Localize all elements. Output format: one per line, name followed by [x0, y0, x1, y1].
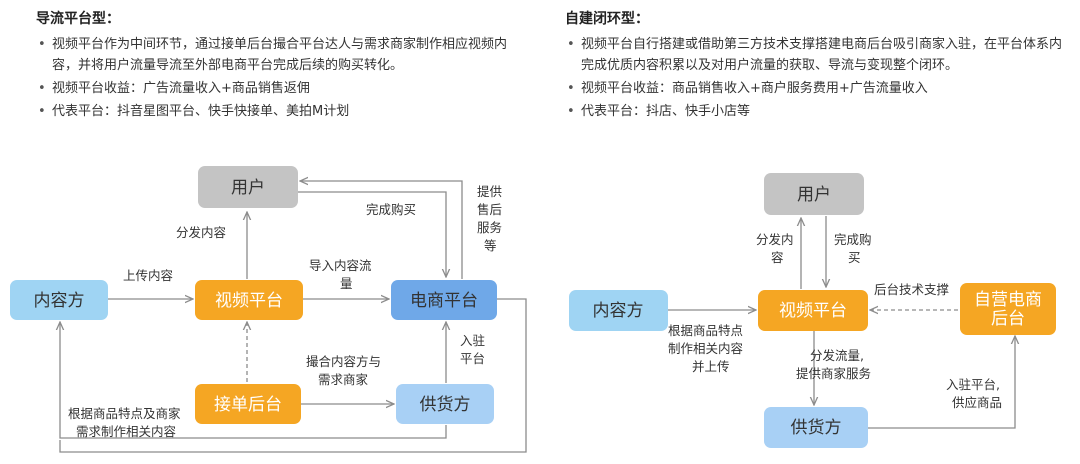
- left-node-order: [195, 384, 301, 424]
- label-r-settle-2: 供应商品: [952, 395, 1002, 410]
- label-r-tech: 后台技术支撑: [874, 282, 950, 297]
- right-bullet-1: 视频平台自行搭建或借助第三方技术支撑搭建电商后台吸引商家入驻，在平台体系内完成优…: [565, 34, 1065, 76]
- label-traffic-2: 量: [340, 276, 353, 291]
- right-bullet-2: 视频平台收益：商品销售收入+商户服务费用+广告流量收入: [565, 78, 1065, 99]
- label-r-flow-1: 分发流量,: [810, 348, 864, 363]
- left-node-supplier: [396, 384, 494, 424]
- label-r-flow-2: 提供商家服务: [796, 366, 871, 381]
- label-match-2: 需求商家: [318, 372, 369, 387]
- label-traffic-1: 导入内容流: [309, 258, 372, 273]
- label-purchase: 完成购买: [366, 202, 416, 217]
- right-node-backend: [960, 283, 1056, 335]
- edge-produce: [60, 322, 447, 439]
- right-bullet-3: 代表平台：抖店、快手小店等: [565, 101, 1065, 122]
- label-distribute: 分发内容: [176, 225, 226, 240]
- right-node-video-label: 视频平台: [779, 301, 847, 321]
- left-bullet-1: 视频平台作为中间环节，通过接单后台撮合平台达人与需求商家制作相应视频内容，并将用…: [36, 34, 516, 76]
- label-r-distribute-1: 分发内: [756, 232, 794, 247]
- label-r-produce-2: 制作相关内容: [668, 341, 743, 356]
- edge-purchase: [298, 191, 446, 277]
- left-edges: [59, 181, 527, 453]
- right-edges: [668, 216, 1015, 429]
- right-title: 自建闭环型：: [565, 11, 649, 27]
- right-node-backend-label-2: 后台: [991, 309, 1025, 329]
- right-diagram: 用户 内容方 视频平台 自营电商 后台 供货方 分发内 容 完成购 买 后台技术…: [569, 173, 1056, 448]
- left-node-ecommerce: [391, 280, 497, 320]
- left-node-content-label: 内容方: [34, 291, 85, 311]
- label-service-1: 提供: [477, 184, 502, 199]
- left-bullet-2: 视频平台收益：广告流量收入+商品销售返佣: [36, 78, 516, 99]
- left-node-ecommerce-label: 电商平台: [410, 291, 478, 311]
- left-diagram: 用户 内容方 视频平台 电商平台 接单后台 供货方 上传内容 分发内容 导入内容…: [10, 166, 527, 453]
- edge-r-settle: [868, 336, 1015, 429]
- label-produce-2: 需求制作相关内容: [76, 424, 176, 439]
- label-produce-1: 根据商品特点及商家: [68, 406, 181, 421]
- left-bullet-list: 视频平台作为中间环节，通过接单后台撮合平台达人与需求商家制作相应视频内容，并将用…: [36, 34, 516, 122]
- label-settle-2: 平台: [460, 351, 485, 366]
- edge-service: [300, 181, 463, 279]
- left-title: 导流平台型：: [36, 11, 120, 27]
- right-node-video: [758, 290, 868, 331]
- left-description: 导流平台型： 视频平台作为中间环节，通过接单后台撮合平台达人与需求商家制作相应视…: [36, 8, 516, 124]
- left-node-user-label: 用户: [231, 178, 265, 198]
- left-node-order-label: 接单后台: [214, 395, 282, 415]
- right-node-content-label: 内容方: [593, 301, 644, 321]
- right-node-user: [764, 173, 864, 215]
- label-r-distribute-2: 容: [771, 250, 784, 265]
- left-node-video-label: 视频平台: [215, 291, 283, 311]
- label-r-produce-1: 根据商品特点: [668, 323, 743, 338]
- label-service-3: 服务: [477, 220, 502, 235]
- label-r-purchase-2: 买: [848, 250, 861, 265]
- right-bullet-list: 视频平台自行搭建或借助第三方技术支撑搭建电商后台吸引商家入驻，在平台体系内完成优…: [565, 34, 1065, 122]
- right-node-content: [569, 290, 668, 331]
- right-node-supplier-label: 供货方: [791, 418, 842, 438]
- left-node-video: [195, 280, 303, 320]
- left-bullet-3: 代表平台：抖音星图平台、快手快接单、美拍M计划: [36, 101, 516, 122]
- right-node-supplier: [764, 407, 868, 448]
- label-service-2: 售后: [477, 202, 502, 217]
- label-r-produce-3: 并上传: [692, 359, 730, 374]
- right-node-backend-label-1: 自营电商: [974, 290, 1042, 310]
- left-node-supplier-label: 供货方: [420, 395, 471, 415]
- label-r-settle-1: 入驻平台,: [946, 377, 1000, 392]
- label-match-1: 撮合内容方与: [306, 354, 381, 369]
- left-node-content: [10, 280, 108, 320]
- label-upload: 上传内容: [123, 268, 173, 283]
- right-description: 自建闭环型： 视频平台自行搭建或借助第三方技术支撑搭建电商后台吸引商家入驻，在平…: [565, 8, 1065, 124]
- label-r-purchase-1: 完成购: [834, 232, 872, 247]
- label-service-4: 等: [484, 238, 497, 253]
- right-node-user-label: 用户: [797, 185, 831, 205]
- edge-loop-ecommerce: [59, 298, 527, 453]
- left-node-user: [198, 166, 298, 208]
- label-settle-1: 入驻: [460, 333, 486, 348]
